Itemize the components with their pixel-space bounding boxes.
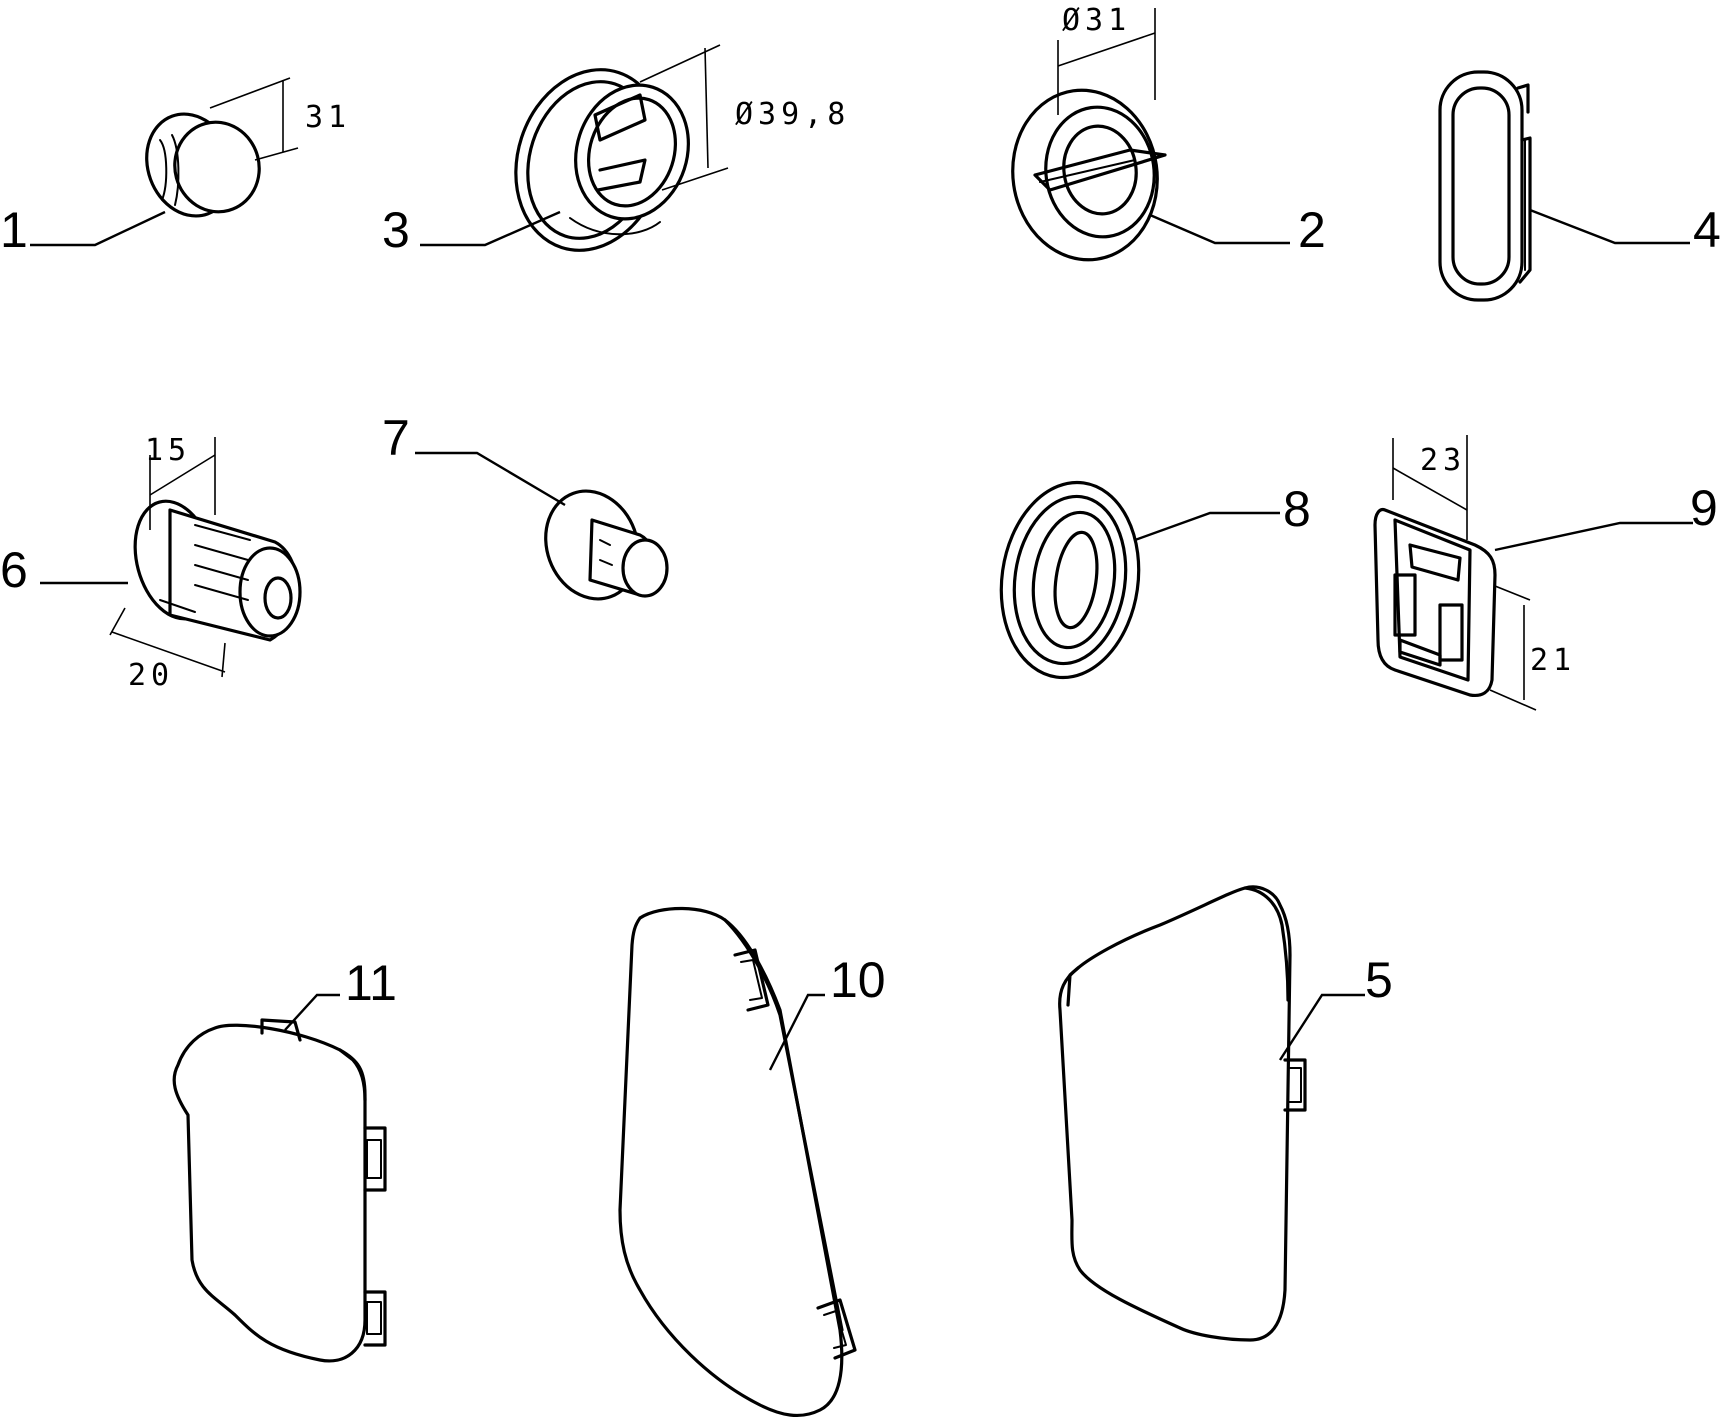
callout-label-11: 11 bbox=[345, 955, 397, 1011]
part-7-push-stud bbox=[544, 489, 669, 601]
dimension-part-1: 31 bbox=[209, 77, 351, 161]
callout-label-1: 1 bbox=[0, 202, 28, 258]
callout-label-9: 9 bbox=[1690, 480, 1718, 536]
dimension-part-3: Ø39,8 bbox=[639, 44, 850, 191]
callout-label-3: 3 bbox=[382, 202, 410, 258]
callout-7: 7 bbox=[382, 410, 566, 507]
callout-8: 8 bbox=[1134, 481, 1311, 542]
dimension-label-part-2: Ø31 bbox=[1062, 3, 1131, 38]
part-3-ring-grommet bbox=[514, 68, 690, 252]
callout-10: 10 bbox=[768, 952, 886, 1071]
part-10-triangular-cover bbox=[618, 906, 857, 1417]
dimension-label-part-6-length: 15 bbox=[145, 433, 191, 468]
part-11-cover-plate bbox=[172, 1018, 387, 1363]
callout-6: 6 bbox=[0, 542, 128, 598]
part-4-oval-plug bbox=[1438, 70, 1532, 302]
callout-label-2: 2 bbox=[1298, 202, 1326, 258]
dimension-label-part-9-width: 23 bbox=[1420, 443, 1466, 478]
dimension-label-part-1: 31 bbox=[305, 100, 351, 135]
dimension-label-part-9-height: 21 bbox=[1530, 643, 1576, 678]
part-2-flat-grommet bbox=[1011, 88, 1167, 262]
part-5-large-cover bbox=[1058, 885, 1307, 1342]
dimension-part-2: Ø31 bbox=[1057, 3, 1156, 115]
part-8-oval-grommet bbox=[999, 480, 1141, 680]
callout-label-4: 4 bbox=[1693, 202, 1721, 258]
callout-2: 2 bbox=[1149, 202, 1326, 258]
callout-label-7: 7 bbox=[382, 410, 410, 466]
dimension-part-6: 15 20 bbox=[109, 433, 226, 693]
callout-label-8: 8 bbox=[1283, 481, 1311, 537]
dimension-part-9: 23 21 bbox=[1392, 435, 1576, 711]
part-1-round-plug bbox=[145, 112, 261, 218]
callout-4: 4 bbox=[1529, 202, 1721, 258]
callout-5: 5 bbox=[1278, 952, 1393, 1061]
callout-9: 9 bbox=[1494, 480, 1718, 552]
callout-3: 3 bbox=[382, 202, 561, 258]
callout-label-6: 6 bbox=[0, 542, 28, 598]
dimension-label-part-6-diameter: 20 bbox=[128, 658, 174, 693]
callout-11: 11 bbox=[284, 955, 397, 1031]
callout-label-10: 10 bbox=[830, 952, 886, 1008]
part-6-ribbed-plug bbox=[133, 499, 302, 642]
callout-1: 1 bbox=[0, 202, 166, 258]
callout-label-5: 5 bbox=[1365, 952, 1393, 1008]
part-9-square-plug bbox=[1373, 507, 1497, 698]
dimension-label-part-3: Ø39,8 bbox=[735, 97, 850, 132]
